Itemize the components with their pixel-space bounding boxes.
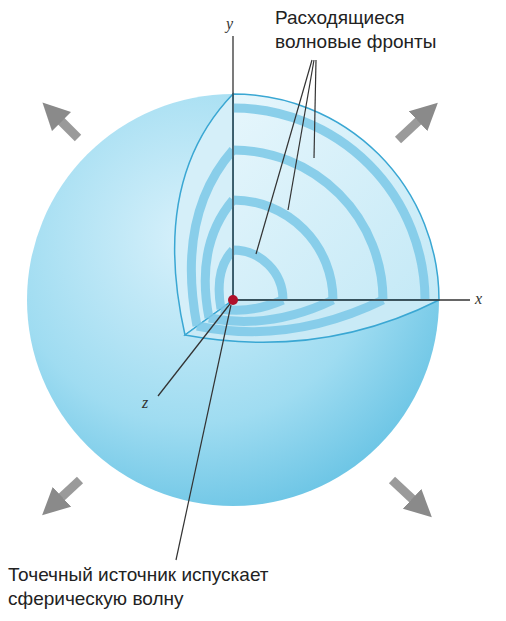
source-label: Точечный источник испускает сферическую … [8,563,308,611]
axis-label: z [142,393,148,413]
axis-label: y [226,14,233,34]
axis-label: x [475,289,482,309]
axes [158,36,470,396]
cut-face-xy [233,94,439,300]
wavefronts [191,108,425,332]
cut-face-yz [175,94,233,335]
leader-lines [176,60,316,560]
cut-face-xz [185,300,439,342]
wavefront-label: Расходящиеся волновые фронты [275,6,450,54]
point-source [228,295,238,305]
